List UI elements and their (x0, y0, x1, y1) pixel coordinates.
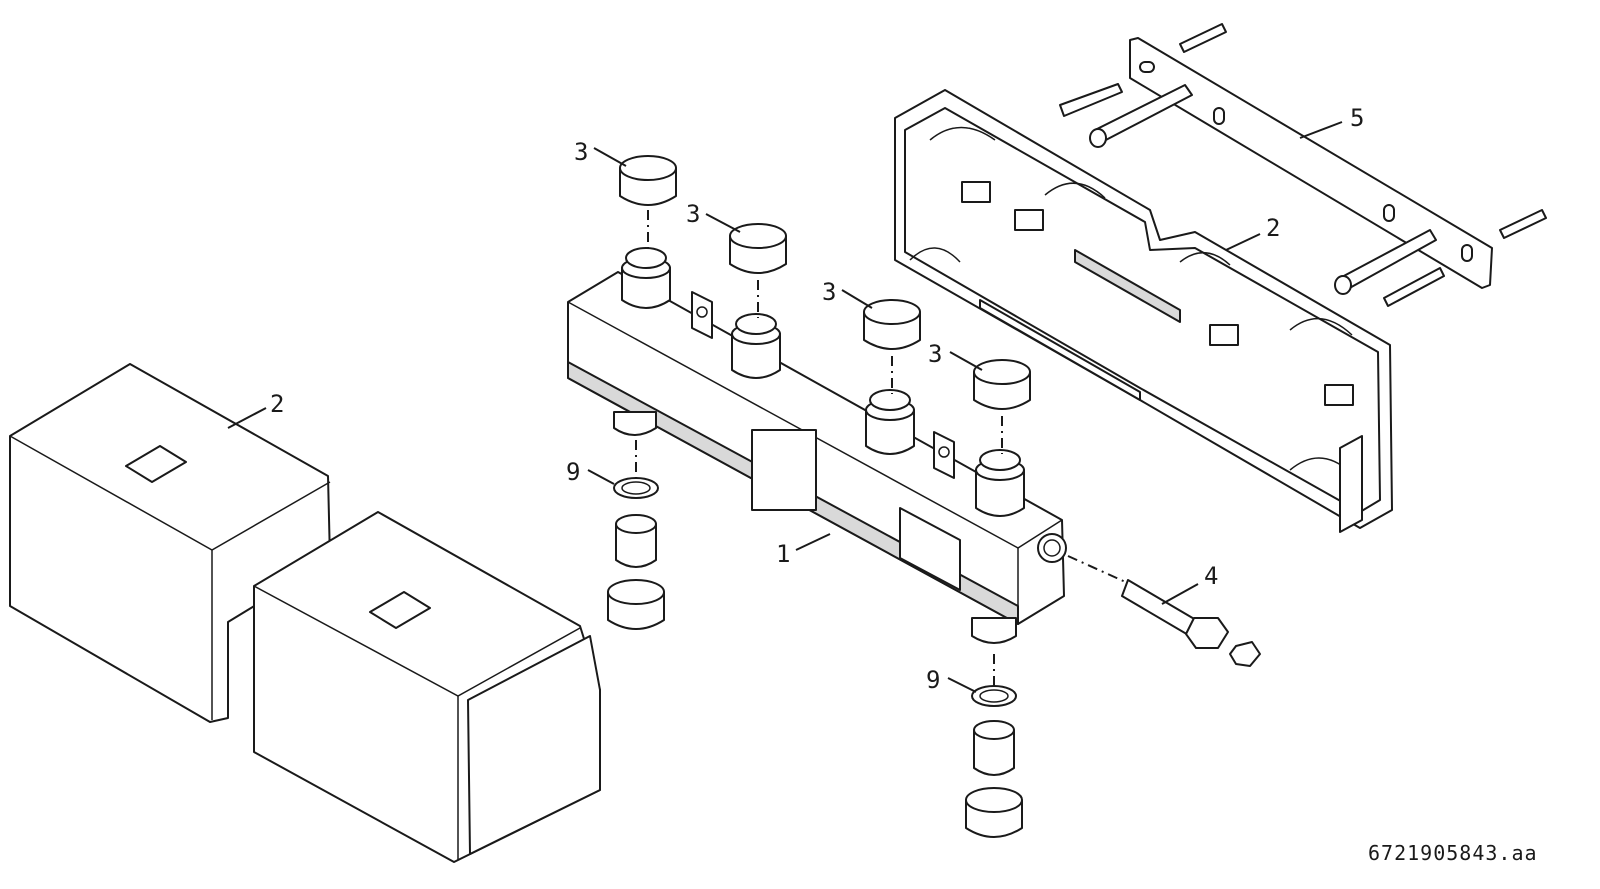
callout-manifold: 1 (776, 540, 790, 568)
callout-drain-plug: 4 (1204, 562, 1218, 590)
manifold-body (567, 271, 1067, 625)
front-insulation-blocks (9, 363, 601, 863)
alignment-axes (635, 210, 1131, 686)
callout-wall-bracket: 5 (1350, 104, 1364, 132)
drain-plug (1121, 579, 1261, 667)
callout-union-nut-b: 3 (686, 200, 700, 228)
callout-union-nut-c: 3 (822, 278, 836, 306)
manifold-connectors (613, 247, 1025, 644)
leader-lines (227, 121, 1343, 693)
callout-union-nut-a: 3 (574, 138, 588, 166)
callout-seal-left: 9 (566, 458, 580, 486)
union-nuts (619, 155, 1031, 410)
drawing-reference-number: 6721905843.aa (1368, 841, 1538, 865)
callout-seal-right: 9 (926, 666, 940, 694)
lower-fittings (607, 477, 1023, 838)
callout-union-nut-d: 3 (928, 340, 942, 368)
wall-bracket (1059, 23, 1547, 307)
callout-insulation-left: 2 (270, 390, 284, 418)
rear-insulation-shell (894, 89, 1393, 533)
callout-insulation-back: 2 (1266, 214, 1280, 242)
